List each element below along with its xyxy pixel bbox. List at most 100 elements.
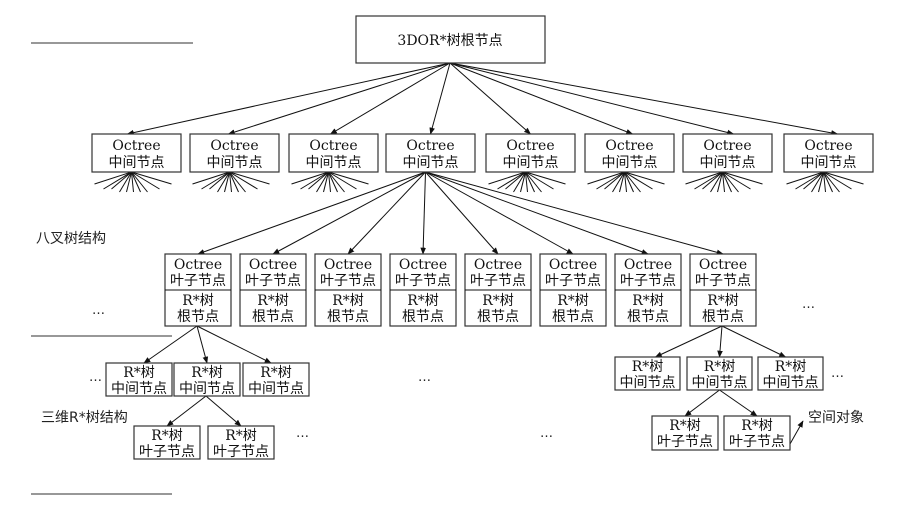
octree-child-fan-line <box>291 171 329 185</box>
octree-structure-label: 八叉树结构 <box>36 231 106 247</box>
octree-child-fan-line <box>201 171 230 190</box>
edge-rtree-root-to-intermediate <box>196 325 272 364</box>
octree-intermediate-node-title: Octree <box>605 138 653 154</box>
octree-intermediate-node-title: Octree <box>112 138 160 154</box>
rtree-intermediate-label: 中间节点 <box>763 375 819 391</box>
rtree-intermediate-label: 中间节点 <box>248 381 304 397</box>
octree-child-fan-line <box>323 171 329 193</box>
octree-child-fan-line <box>328 171 338 193</box>
octree-child-fan-line <box>94 171 132 185</box>
octree-leaf-title: Octree <box>324 257 372 273</box>
edge-rtree-root-to-intermediate <box>654 325 723 358</box>
octree-child-fan-line <box>505 171 526 190</box>
rtree-intermediate-title: R*树 <box>632 359 664 375</box>
octree-child-fan-line <box>624 171 665 185</box>
edge-rtree-intermediate-to-leaf <box>684 389 720 417</box>
edge-rtree-root-to-intermediate <box>143 325 198 364</box>
octree-intermediate-node-label: 中间节点 <box>503 155 559 171</box>
rtree-root-label: 根节点 <box>402 309 444 325</box>
octree-child-fan-line <box>126 171 132 193</box>
octree-leaf-label: 叶子节点 <box>470 273 526 289</box>
edge-root-to-octree-intermediate <box>449 62 735 136</box>
rtree-intermediate-title: R*树 <box>704 359 736 375</box>
octree-intermediate-node-label: 中间节点 <box>403 155 459 171</box>
octree-leaf-label: 叶子节点 <box>620 273 676 289</box>
octree-child-fan-line <box>818 171 824 193</box>
rtree-root-label: 根节点 <box>177 309 219 325</box>
edge-root-to-octree-intermediate <box>227 62 451 135</box>
rtree-leaf-label: 叶子节点 <box>139 444 195 460</box>
edge-octree-intermediate-to-leaf <box>425 171 649 255</box>
spatial-object-label: 空间对象 <box>808 410 864 426</box>
octree-child-fan-line <box>811 171 824 193</box>
octree-child-fan-line <box>119 171 132 193</box>
edge-root-to-octree-intermediate <box>126 62 451 136</box>
octree-child-fan-line <box>131 171 134 193</box>
octree-leaf-label: 叶子节点 <box>395 273 451 289</box>
octree-leaf-label: 叶子节点 <box>320 273 376 289</box>
rtree-root-title: R*树 <box>557 293 589 309</box>
octree-leaf-title: Octree <box>699 257 747 273</box>
octree-child-fan-line <box>795 171 824 190</box>
octree-child-fan-line <box>525 171 554 190</box>
octree-child-fan-line <box>624 171 627 193</box>
octree-child-fan-line <box>624 171 653 190</box>
octree-child-fan-line <box>131 171 148 193</box>
octree-child-fan-line <box>722 171 739 193</box>
edge-root-to-octree-intermediate <box>329 62 451 135</box>
octree-intermediate-node-label: 中间节点 <box>207 155 263 171</box>
edge-rtree-intermediate-to-leaf <box>719 389 758 417</box>
edge-rtree-intermediate-to-leaf <box>205 395 242 427</box>
octree-child-fan-line <box>488 171 526 185</box>
rtree-intermediate-label: 中间节点 <box>692 375 748 391</box>
ellipsis-octree-leaf-right: … <box>802 297 815 312</box>
rtree-leaf-title: R*树 <box>151 428 183 444</box>
edge-octree-intermediate-to-leaf <box>425 171 724 256</box>
octree-leaf-label: 叶子节点 <box>545 273 601 289</box>
octree-child-fan-line <box>328 171 331 193</box>
edge-rtree-root-to-intermediate <box>721 325 787 358</box>
octree-child-fan-line <box>328 171 369 185</box>
rtree-intermediate-title: R*树 <box>775 359 807 375</box>
rtree-leaf-label: 叶子节点 <box>657 434 713 450</box>
octree-leaf-title: Octree <box>249 257 297 273</box>
rtree-structure-label: 三维R*树结构 <box>41 410 128 426</box>
octree-child-fan-line <box>217 171 230 193</box>
edge-root-to-octree-intermediate <box>449 62 532 135</box>
octree-child-fan-line <box>209 171 230 190</box>
octree-child-fan-line <box>604 171 625 190</box>
octree-child-fan-line <box>328 171 345 193</box>
octree-child-fan-line <box>229 171 239 193</box>
octree-leaf-title: Octree <box>624 257 672 273</box>
edge-leaf-to-spatial-object <box>789 420 804 445</box>
edge-root-to-octree-intermediate <box>429 62 451 135</box>
octree-child-fan-line <box>722 171 725 193</box>
ellipsis-octree-leaf-left: … <box>92 303 105 318</box>
octree-child-fan-line <box>308 171 329 190</box>
octree-child-fan-line <box>131 171 172 185</box>
octree-intermediate-node-title: Octree <box>406 138 454 154</box>
octree-child-fan-line <box>229 171 258 190</box>
octree-child-fan-line <box>710 171 723 193</box>
rtree-root-title: R*树 <box>632 293 664 309</box>
octree-child-fan-line <box>229 171 270 185</box>
edge-octree-intermediate-to-leaf <box>425 171 574 255</box>
rtree-root-title: R*树 <box>707 293 739 309</box>
rtree-leaf-label: 叶子节点 <box>729 434 785 450</box>
rtree-intermediate-title: R*树 <box>123 365 155 381</box>
octree-child-fan-line <box>624 171 634 193</box>
rtree-intermediate-label: 中间节点 <box>179 381 235 397</box>
octree-child-fan-line <box>823 171 840 193</box>
rtree-intermediate-label: 中间节点 <box>111 381 167 397</box>
